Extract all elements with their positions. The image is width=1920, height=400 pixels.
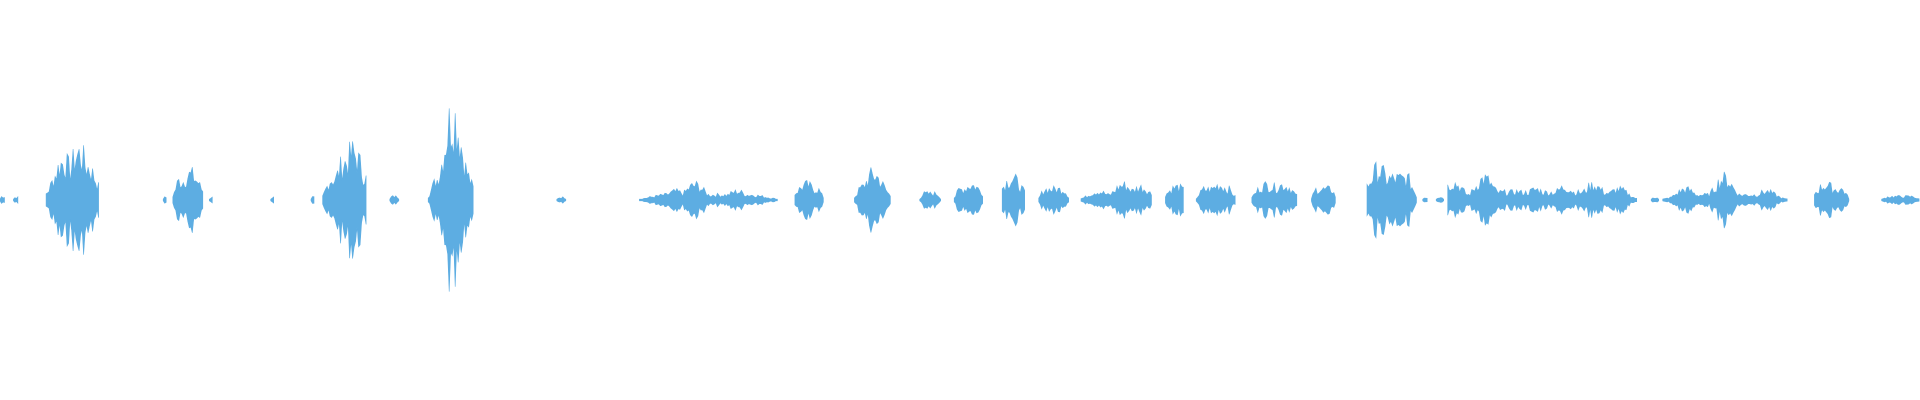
waveform-segment <box>1038 185 1069 215</box>
waveform-segment <box>1080 181 1152 219</box>
waveform-segment <box>0 196 5 204</box>
waveform-segment <box>13 196 19 204</box>
waveform-segment <box>1251 181 1298 219</box>
waveform-segment <box>1650 197 1659 203</box>
waveform-segment <box>389 195 400 205</box>
waveform-segment <box>1814 181 1850 219</box>
waveform-segment <box>1165 183 1184 217</box>
waveform-segment <box>1662 171 1788 229</box>
waveform-segment <box>639 180 778 220</box>
waveform-segment <box>310 196 315 204</box>
waveform-segment <box>919 191 941 209</box>
waveform-segment <box>427 108 474 292</box>
waveform-segment <box>45 145 99 255</box>
waveform-segment <box>1195 183 1236 217</box>
waveform-segment <box>209 196 213 204</box>
waveform-segment <box>322 141 367 259</box>
waveform-segment <box>1435 197 1444 203</box>
waveform-segment <box>556 196 567 204</box>
waveform-segment <box>1881 195 1920 205</box>
waveform-segment <box>162 196 167 204</box>
waveform-segment <box>1422 197 1428 203</box>
waveform-segment <box>270 196 274 204</box>
waveform-segment <box>794 179 824 221</box>
waveform-segment <box>854 167 891 233</box>
waveform-segment <box>1447 174 1637 226</box>
waveform-segment <box>953 185 983 215</box>
waveform-segment <box>1366 161 1417 239</box>
waveform-segment <box>172 167 204 233</box>
waveform-segment <box>1311 185 1336 215</box>
waveform-segment <box>1001 173 1025 227</box>
